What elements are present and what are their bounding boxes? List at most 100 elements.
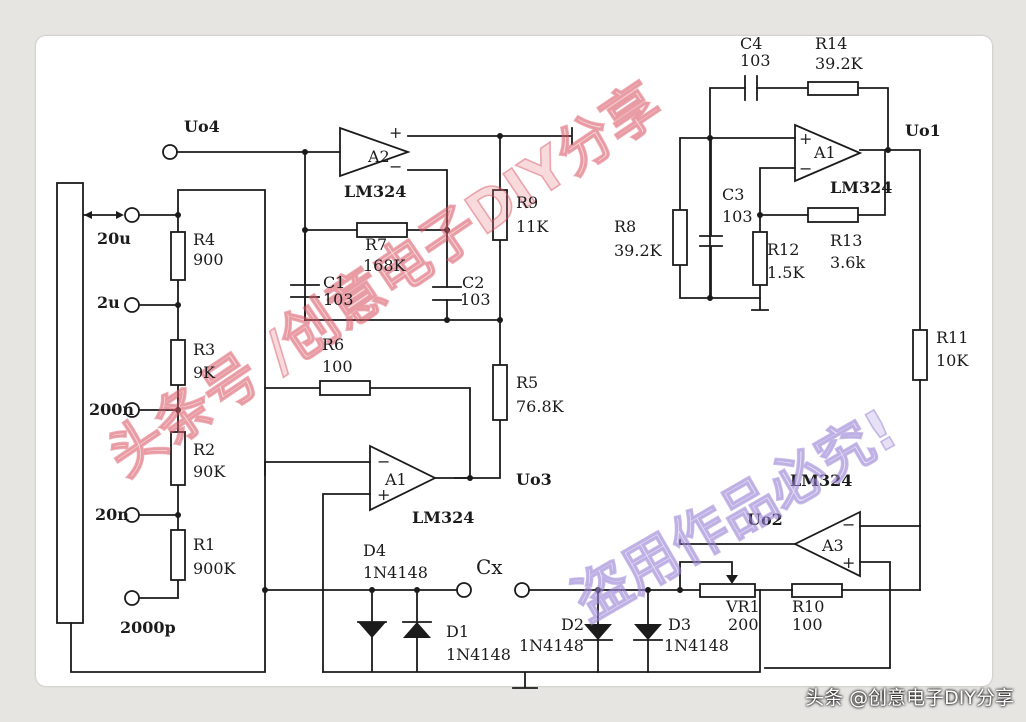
r11-wires [859,149,921,591]
label-c4-value: 103 [740,51,771,70]
label-r11: R11 [936,328,968,347]
label-r13-value: 3.6k [830,253,865,272]
label-r4-value: 900 [193,250,224,269]
label-r11-value: 10K [936,351,969,370]
label-r12-value: 1.5K [767,263,805,282]
label-20n: 20n [95,505,129,524]
label-uo2: Uo2 [747,510,783,529]
resistor-r11 [912,329,928,381]
label-d1-value: 1N4148 [446,645,511,664]
label-d2-value: 1N4148 [519,636,584,655]
opamp-a1-top [794,123,863,183]
label-r1: R1 [193,535,215,554]
label-a1-top: A1 [813,143,836,162]
diode-d1 [403,622,431,638]
label-cx: Cx [476,555,503,579]
terminal-20u [124,207,140,223]
terminal-2u [124,297,140,313]
label-a2-type: LM324 [344,182,406,201]
capacitor-c4 [744,75,758,101]
a2-right-wires [407,127,573,479]
label-c3: C3 [722,185,744,204]
label-r6: R6 [322,335,344,354]
terminal-cx-left [456,582,472,598]
label-r2: R2 [193,440,215,459]
arrow-heads [84,211,124,219]
a1-minus-sign: − [377,452,390,471]
label-c1: C1 [323,273,345,292]
a1-wires [264,387,471,673]
a3-wires [679,525,921,669]
label-r10-value: 100 [792,615,823,634]
label-r5: R5 [516,373,538,392]
label-r4: R4 [193,230,215,249]
label-r10: R10 [792,597,824,616]
label-uo4: Uo4 [184,117,220,136]
footer-credit: 头条 @创意电子DIY分享 [805,687,1014,709]
label-2u: 2u [97,293,120,312]
range-switch-slider [56,182,84,624]
label-d4: D4 [363,541,386,560]
resistor-r13 [807,207,859,223]
label-d3-value: 1N4148 [664,636,729,655]
resistor-r4 [170,231,186,281]
label-d3: D3 [668,615,691,634]
label-d1: D1 [446,622,469,641]
capacitor-c1 [290,229,320,321]
tap-wires [138,304,179,516]
label-r9: R9 [516,193,538,212]
terminal-200n [124,402,140,418]
resistor-r14 [807,81,859,96]
capacitor-c3 [699,137,723,299]
label-r14: R14 [815,34,847,53]
a3-plus-sign: + [842,553,855,572]
diode-d3 [634,624,662,640]
opamp-a3 [792,510,861,578]
label-c2-value: 103 [460,290,491,309]
label-a3: A3 [821,536,844,555]
label-r3: R3 [193,340,215,359]
label-r7: R7 [365,235,387,254]
resistor-r12 [752,231,768,286]
resistor-r9 [492,189,508,241]
terminal-20n [124,507,140,523]
label-vr1: VR1 [725,597,760,616]
label-a1-type: LM324 [412,508,474,527]
label-d4-value: 1N4148 [363,563,428,582]
label-r8-value: 39.2K [614,241,663,260]
capacitor-c2 [432,286,462,301]
opamp-a1-mid [369,444,438,512]
resistor-r1 [170,529,186,581]
a2-plus-sign: + [389,123,402,142]
vr1-wiper [726,575,738,584]
potentiometer-vr1 [699,583,756,598]
diode-d2 [584,624,612,640]
label-r1-value: 900K [193,559,237,578]
label-r5-value: 76.8K [516,397,565,416]
label-a1-top-type: LM324 [830,178,892,197]
label-r9-value: 11K [516,217,549,236]
label-r12: R12 [767,240,799,259]
wire-switch-bottom [70,589,266,673]
label-vr1-value: 200 [728,615,759,634]
label-r2-value: 90K [193,462,226,481]
diode-d4 [358,622,386,638]
label-c1-value: 103 [323,290,354,309]
terminal-uo4 [162,144,178,160]
a1-top-minus-sign: − [799,159,812,178]
label-c2: C2 [462,273,484,292]
resistor-r6 [319,380,371,396]
resistor-r3 [170,339,186,386]
resistor-r10 [791,583,843,598]
resistor-r2 [170,431,186,486]
a3-minus-sign: − [842,515,855,534]
terminal-cx-right [514,582,530,598]
label-r3-value: 9K [193,363,216,382]
a1-top-plus-sign: + [799,129,812,148]
label-a1: A1 [384,470,407,489]
label-200n: 200n [89,400,134,419]
label-20u: 20u [97,229,131,248]
label-d2: D2 [561,615,584,634]
label-c4: C4 [740,34,762,53]
